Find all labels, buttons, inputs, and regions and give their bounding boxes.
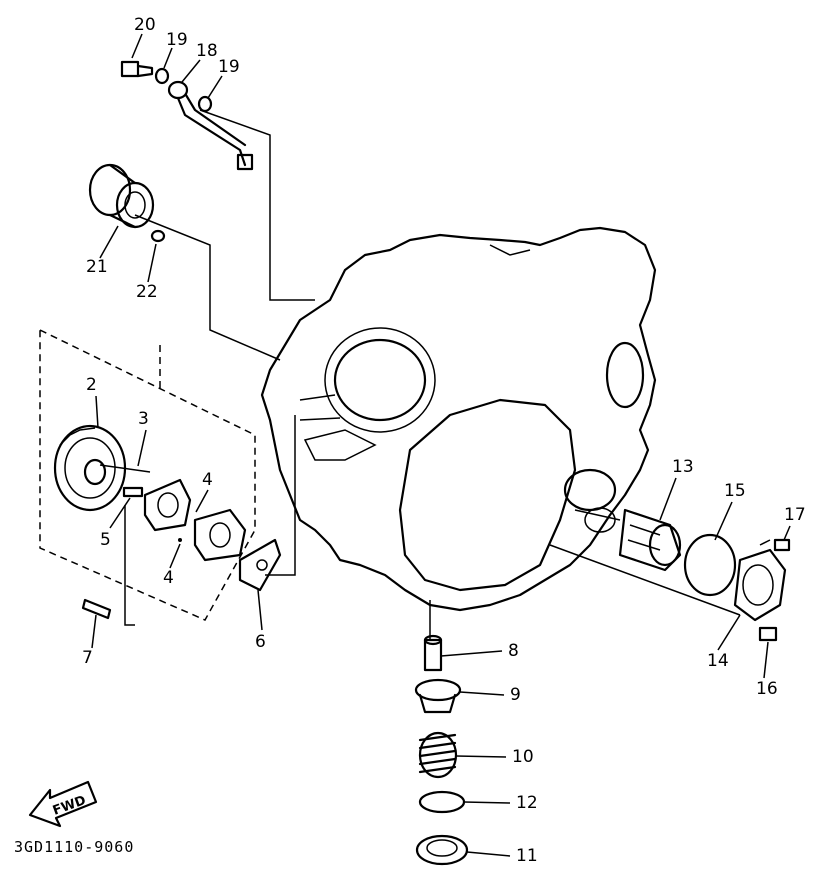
- callout-7: 7: [82, 648, 93, 668]
- callout-19-b: 19: [218, 57, 240, 77]
- callout-16: 16: [756, 679, 778, 699]
- callout-leaders: [91, 33, 791, 857]
- callout-22: 22: [136, 282, 158, 302]
- callout-2: 2: [86, 375, 97, 395]
- fwd-label: FWD: [51, 793, 88, 819]
- callout-11: 11: [516, 846, 538, 866]
- callout-4-a: 4: [202, 470, 213, 490]
- callout-5: 5: [100, 530, 111, 550]
- oil-filter-group: [618, 508, 791, 642]
- callout-6: 6: [255, 632, 266, 652]
- callout-20: 20: [134, 15, 156, 35]
- callout-8: 8: [508, 641, 519, 661]
- callout-3: 3: [138, 409, 149, 429]
- bearing-housing: [88, 163, 166, 243]
- fwd-direction-arrow: FWD: [28, 780, 98, 828]
- part-callouts: 20 19 18 19 21 22 2 3 4 5 4 7 6 13 15 17…: [82, 15, 806, 866]
- callout-17: 17: [784, 505, 806, 525]
- callout-13: 13: [672, 457, 694, 477]
- callout-18: 18: [196, 41, 218, 61]
- callout-15: 15: [724, 481, 746, 501]
- callout-14: 14: [707, 651, 729, 671]
- oil-pump-group-boundary: [39, 328, 256, 621]
- callout-12: 12: [516, 793, 538, 813]
- drawing-code: 3GD1110-9060: [14, 838, 134, 856]
- oil-delivery-pipe: [120, 60, 254, 171]
- drain-group: [414, 634, 469, 866]
- crankcase-cover: [260, 226, 657, 612]
- callout-21: 21: [86, 257, 108, 277]
- assembly-lines: [99, 109, 771, 640]
- callout-4-b: 4: [163, 568, 174, 588]
- callout-10: 10: [512, 747, 534, 767]
- callout-9: 9: [510, 685, 521, 705]
- oil-pump-components: [53, 424, 282, 620]
- callout-19-a: 19: [166, 30, 188, 50]
